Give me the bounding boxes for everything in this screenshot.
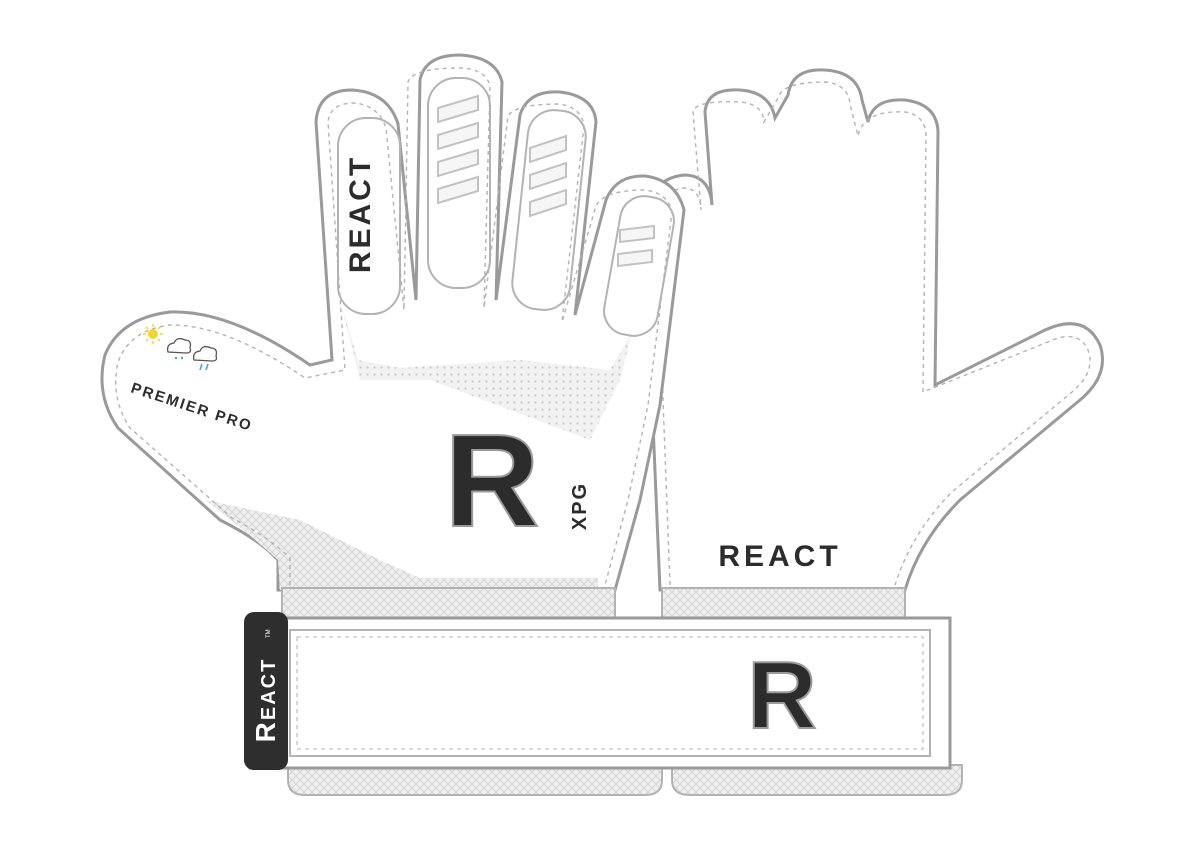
right-glove-wordmark: REACT [718,540,841,573]
sun-icon [143,324,163,344]
finger-wordmark: REACT [344,155,377,273]
right-glove-stitching [658,81,1091,586]
wrist-strap-stitching [296,636,924,750]
tab-wordmark: REACT [250,658,281,743]
wrist-strap: REACT TM R [244,612,952,770]
lower-palm-mesh [205,500,598,590]
tab-wordmark-rest: EACT [258,658,280,720]
palm-dot-mesh [340,260,650,440]
weather-icons [143,324,218,371]
left-glove-cuff-bottom [287,764,663,796]
tab-trademark: TM [266,629,272,638]
wrist-strap-inner-panel [289,629,931,757]
cloud-drizzle-icon [166,337,192,360]
palm-logo-letter: R [444,407,539,554]
series-badge: XPG [569,482,591,530]
right-glove-cuff-mesh [661,587,906,621]
svg-text:REACT: REACT [250,658,281,743]
right-glove-outline [646,68,1104,592]
finger-ribs [437,94,655,268]
tab-wordmark-letter: R [250,720,281,742]
right-glove-cuff-bottom [671,764,963,796]
cloud-rain-icon [192,345,218,371]
right-glove: REACT [646,68,1104,796]
finger-panel-index [337,117,401,315]
strap-logo-letter: R [747,642,816,749]
wrist-strap-tab [244,612,288,770]
left-glove-stitching [115,67,673,586]
left-glove-cuff-mesh [281,587,616,621]
left-glove: REACT [100,53,686,796]
